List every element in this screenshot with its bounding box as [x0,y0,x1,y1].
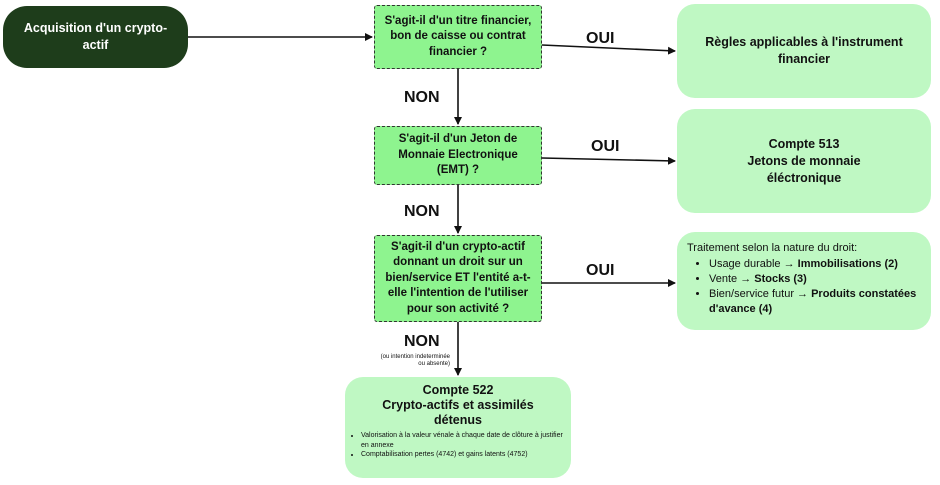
list-item: Valorisation à la valeur vénale à chaque… [361,431,565,450]
question-3-text: S'agit-il d'un crypto-actif donnant un d… [385,240,531,315]
list-item: Comptabilisation pertes (4742) et gains … [361,450,565,460]
list-item: Vente → Stocks (3) [709,272,921,287]
list-item: Usage durable → Immobilisations (2) [709,257,921,272]
result-4-line2: Crypto-actifs et assimilés détenus [382,398,534,427]
question-2-text: S'agit-il d'un Jeton de Monnaie Electron… [398,133,518,177]
result-nature-treatment: Traitement selon la nature du droit: Usa… [677,232,931,330]
label-non-note: (ou intention indeterminée ou absente) [380,354,450,367]
question-financial-instrument: S'agit-il d'un titre financier, bon de c… [374,5,542,69]
list-item: Bien/service futur → Produits constatées… [709,287,921,317]
question-utility-right: S'agit-il d'un crypto-actif donnant un d… [374,235,542,322]
result-4-bullets: Valorisation à la valeur vénale à chaque… [351,431,565,460]
label-non-1: NON [404,89,440,106]
result-2-line1: Compte 513 [768,136,840,151]
label-non-2: NON [404,203,440,220]
result-3-intro: Traitement selon la nature du droit: [687,242,858,254]
arrow-q2-to-r2 [541,156,676,165]
question-1-text: S'agit-il d'un titre financier, bon de c… [384,14,532,58]
arrow-q1-to-r1 [541,44,676,55]
result-2-line2: Jetons de monnaie éléctronique [747,153,861,185]
start-node: Acquisition d'un crypto-actif [3,6,188,68]
result-4-line1: Compte 522 [422,383,494,397]
result-financial-instrument: Règles applicables à l'instrument financ… [677,4,931,98]
label-oui-2: OUI [591,138,620,155]
label-non-3: NON [404,333,440,350]
result-account-522: Compte 522 Crypto-actifs et assimilés dé… [345,377,571,478]
question-emt: S'agit-il d'un Jeton de Monnaie Electron… [374,126,542,185]
result-1-text: Règles applicables à l'instrument financ… [705,35,903,66]
label-oui-3: OUI [586,262,615,279]
start-label: Acquisition d'un crypto-actif [23,21,168,52]
result-account-513: Compte 513 Jetons de monnaie éléctroniqu… [677,109,931,213]
label-oui-1: OUI [586,30,615,47]
result-3-list: Usage durable → Immobilisations (2) Vent… [687,257,921,317]
